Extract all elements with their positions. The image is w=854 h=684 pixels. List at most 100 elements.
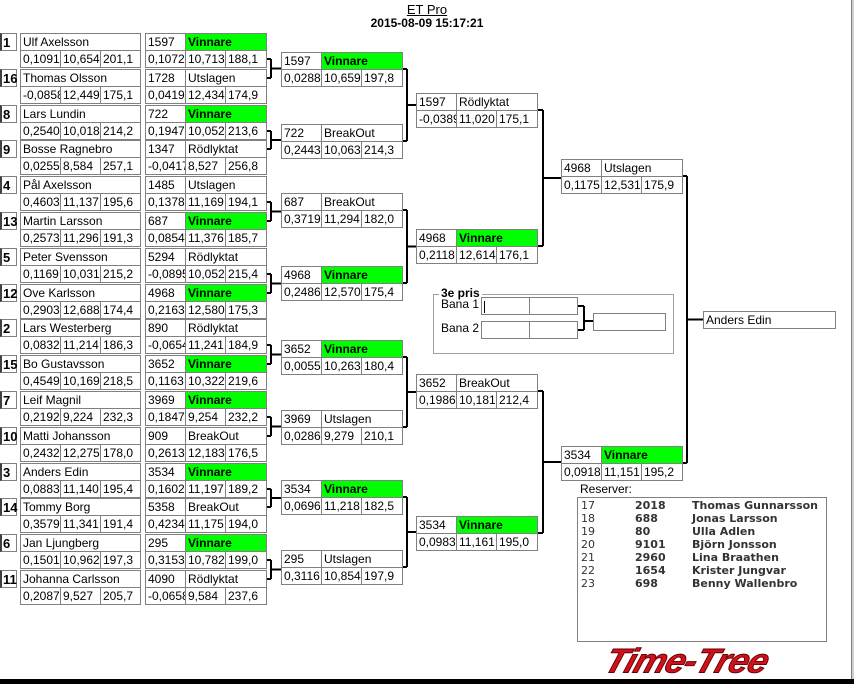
quarterfinal-reaction-time[interactable]: 0,0286: [281, 427, 322, 445]
qual-elapsed-time[interactable]: 11,296: [60, 229, 101, 247]
round1-result-reaction-time[interactable]: 0,1072: [145, 50, 186, 68]
round1-result-reaction-time[interactable]: 0,4234: [145, 515, 186, 533]
round1-result-speed[interactable]: 194,1: [225, 193, 267, 211]
lane2-number-input[interactable]: [481, 321, 530, 339]
qual-elapsed-time[interactable]: 10,018: [60, 122, 101, 140]
round1-result-elapsed-time[interactable]: 11,175: [185, 515, 226, 533]
round1-result-status[interactable]: Vinnare: [185, 391, 267, 409]
quarterfinal-reaction-time[interactable]: 0,3719: [281, 210, 322, 228]
quarterfinal-status[interactable]: BreakOut: [321, 193, 403, 211]
round1-result-elapsed-time[interactable]: 12,434: [185, 86, 226, 104]
round1-result-number[interactable]: 4968: [145, 284, 186, 302]
round1-result-status[interactable]: Vinnare: [185, 534, 267, 552]
round1-result-elapsed-time[interactable]: 12,183: [185, 444, 226, 462]
quarterfinal-number[interactable]: 3969: [281, 410, 322, 428]
quarterfinal-status[interactable]: Vinnare: [321, 52, 403, 70]
semifinal-status[interactable]: BreakOut: [456, 374, 538, 392]
qual-speed[interactable]: 205,7: [100, 587, 141, 605]
round1-result-speed[interactable]: 213,6: [225, 122, 267, 140]
semifinal-speed[interactable]: 176,1: [496, 246, 538, 264]
qual-speed[interactable]: 201,1: [100, 50, 141, 68]
driver-name[interactable]: Matti Johansson: [20, 427, 141, 445]
round1-result-reaction-time[interactable]: 0,2613: [145, 444, 186, 462]
round1-result-reaction-time[interactable]: -0,0417: [145, 157, 186, 175]
round1-result-elapsed-time[interactable]: 11,376: [185, 229, 226, 247]
qual-reaction-time[interactable]: 0,1169: [20, 265, 61, 283]
qual-speed[interactable]: 195,4: [100, 480, 141, 498]
round1-result-status[interactable]: Rödlyktat: [185, 140, 267, 158]
qual-elapsed-time[interactable]: 9,224: [60, 408, 101, 426]
round1-result-elapsed-time[interactable]: 11,169: [185, 193, 226, 211]
quarterfinal-elapsed-time[interactable]: 10,854: [321, 567, 362, 585]
semifinal-elapsed-time[interactable]: 11,161: [456, 533, 497, 551]
round1-result-status[interactable]: Rödlyktat: [185, 319, 267, 337]
qual-reaction-time[interactable]: 0,2192: [20, 408, 61, 426]
semifinal-status[interactable]: Vinnare: [456, 516, 538, 534]
round1-result-reaction-time[interactable]: -0,0895: [145, 265, 186, 283]
qual-speed[interactable]: 195,6: [100, 193, 141, 211]
round1-result-elapsed-time[interactable]: 12,580: [185, 301, 226, 319]
qual-elapsed-time[interactable]: 11,214: [60, 336, 101, 354]
round1-result-status[interactable]: Vinnare: [185, 33, 267, 51]
round1-result-number[interactable]: 3969: [145, 391, 186, 409]
qual-elapsed-time[interactable]: 11,140: [60, 480, 101, 498]
round1-result-reaction-time[interactable]: 0,1602: [145, 480, 186, 498]
qual-speed[interactable]: 218,5: [100, 372, 141, 390]
semifinal-status[interactable]: Vinnare: [456, 229, 538, 247]
semifinal-number[interactable]: 4968: [416, 229, 457, 247]
quarterfinal-speed[interactable]: 175,4: [361, 283, 403, 301]
quarterfinal-elapsed-time[interactable]: 10,659: [321, 69, 362, 87]
round1-result-elapsed-time[interactable]: 10,052: [185, 265, 226, 283]
qual-reaction-time[interactable]: 0,0255: [20, 157, 61, 175]
round1-result-status[interactable]: Utslagen: [185, 176, 267, 194]
quarterfinal-number[interactable]: 4968: [281, 266, 322, 284]
semifinal-speed[interactable]: 212,4: [496, 391, 538, 409]
round1-result-elapsed-time[interactable]: 10,782: [185, 551, 226, 569]
final-race-number[interactable]: 4968: [561, 159, 602, 177]
semifinal-speed[interactable]: 195,0: [496, 533, 538, 551]
quarterfinal-speed[interactable]: 197,8: [361, 69, 403, 87]
driver-name[interactable]: Martin Larsson: [20, 212, 141, 230]
quarterfinal-number[interactable]: 1597: [281, 52, 322, 70]
quarterfinal-number[interactable]: 722: [281, 124, 322, 142]
round1-result-elapsed-time[interactable]: 8,527: [185, 157, 226, 175]
quarterfinal-elapsed-time[interactable]: 11,294: [321, 210, 362, 228]
driver-name[interactable]: Jan Ljungberg: [20, 534, 141, 552]
round1-result-reaction-time[interactable]: 0,3153: [145, 551, 186, 569]
round1-result-speed[interactable]: 237,6: [225, 587, 267, 605]
final-race-status[interactable]: Utslagen: [601, 159, 683, 177]
round1-result-speed[interactable]: 188,1: [225, 50, 267, 68]
semifinal-elapsed-time[interactable]: 10,181: [456, 391, 497, 409]
qual-reaction-time[interactable]: 0,1501: [20, 551, 61, 569]
semifinal-reaction-time[interactable]: 0,1986: [416, 391, 457, 409]
round1-result-elapsed-time[interactable]: 10,713: [185, 50, 226, 68]
quarterfinal-reaction-time[interactable]: 0,2486: [281, 283, 322, 301]
round1-result-speed[interactable]: 232,2: [225, 408, 267, 426]
qual-reaction-time[interactable]: 0,4603: [20, 193, 61, 211]
round1-result-reaction-time[interactable]: 0,1163: [145, 372, 186, 390]
driver-name[interactable]: Ove Karlsson: [20, 284, 141, 302]
qual-speed[interactable]: 232,3: [100, 408, 141, 426]
round1-result-number[interactable]: 4090: [145, 570, 186, 588]
round1-result-speed[interactable]: 184,9: [225, 336, 267, 354]
driver-name[interactable]: Tommy Borg: [20, 498, 141, 516]
round1-result-number[interactable]: 722: [145, 105, 186, 123]
semifinal-status[interactable]: Rödlyktat: [456, 93, 538, 111]
driver-name[interactable]: Johanna Carlsson: [20, 570, 141, 588]
quarterfinal-status[interactable]: Vinnare: [321, 480, 403, 498]
qual-reaction-time[interactable]: 0,4549: [20, 372, 61, 390]
round1-result-number[interactable]: 295: [145, 534, 186, 552]
qual-reaction-time[interactable]: -0,0858: [20, 86, 61, 104]
round1-result-number[interactable]: 909: [145, 427, 186, 445]
round1-result-reaction-time[interactable]: 0,1947: [145, 122, 186, 140]
lane2-name-input[interactable]: [529, 321, 578, 339]
final-race-status[interactable]: Vinnare: [601, 446, 683, 464]
quarterfinal-reaction-time[interactable]: 0,3116: [281, 567, 322, 585]
round1-result-elapsed-time[interactable]: 9,584: [185, 587, 226, 605]
round1-result-elapsed-time[interactable]: 9,254: [185, 408, 226, 426]
round1-result-speed[interactable]: 176,5: [225, 444, 267, 462]
quarterfinal-elapsed-time[interactable]: 12,570: [321, 283, 362, 301]
round1-result-status[interactable]: Rödlyktat: [185, 570, 267, 588]
